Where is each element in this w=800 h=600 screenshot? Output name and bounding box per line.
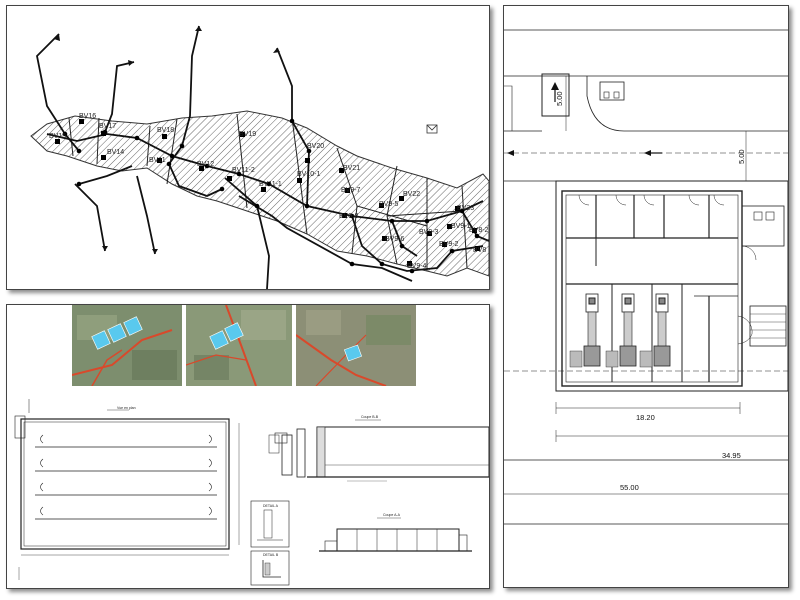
pump-units	[569, 293, 671, 368]
dimension-label-4: 34.95	[722, 451, 741, 460]
aerial-photo-3	[296, 305, 416, 386]
dimension-label-2: 5.00	[737, 149, 746, 164]
section-aa-drawing	[319, 528, 472, 552]
basin-label: BV9-4	[407, 263, 427, 270]
dimension-label-1: 5.00	[555, 91, 564, 106]
flow-arrows	[507, 82, 662, 156]
basin-markers	[55, 119, 480, 266]
basin-label: BV23	[457, 205, 474, 212]
section-bb-drawing	[268, 426, 489, 482]
basin-label: BV10-1	[297, 171, 320, 178]
basin-label: BV9-6	[385, 236, 405, 243]
envelope-icon	[426, 124, 438, 134]
basin-label: BV20	[307, 143, 324, 150]
section-bb-title: Coupe B-B	[361, 415, 379, 419]
junction-nodes	[62, 118, 480, 274]
basin-label: BV11	[149, 157, 166, 164]
reservoir-drawings: Vue en plan Coupe B-B	[14, 399, 489, 586]
basin-label: BV15	[49, 133, 66, 140]
aerial-photo-2	[186, 305, 292, 386]
basin-label: BV17	[99, 123, 116, 130]
detail-a-label: DETAIL A	[263, 504, 279, 508]
detail-b-label: DETAIL B	[263, 553, 279, 557]
basin-label: BV9-8	[339, 213, 359, 220]
basin-label: BV8-2	[469, 227, 489, 234]
detail-b-drawing	[250, 550, 290, 586]
station-building	[555, 180, 788, 392]
basin-label: BV14	[107, 149, 124, 156]
basin-label: BV22	[403, 191, 420, 198]
basin-label: BV9-7	[341, 187, 361, 194]
basin-label: BV11-1	[259, 181, 282, 188]
section-aa-title: Coupe A-A	[383, 513, 401, 517]
basin-label: BV9-1	[451, 223, 471, 230]
basin-label: BV16	[79, 113, 96, 120]
aerial-photo-1	[72, 305, 182, 386]
dimension-label-5: 55.00	[620, 483, 639, 492]
basin-label: BV8	[473, 247, 486, 254]
basin-boundaries	[68, 113, 468, 271]
basin-label: BV11-2	[232, 167, 255, 174]
pumping-station-plan-panel: 5.00 5.00	[503, 5, 789, 588]
basin-label: BV21	[343, 165, 360, 172]
detail-a-drawing	[250, 500, 290, 548]
pumping-station-plan: 5.00 5.00	[504, 29, 788, 525]
reservoir-plan-view	[14, 399, 240, 580]
basin-label: BV9-2	[439, 241, 459, 248]
reservoir-drawing-panel: Vue en plan Coupe B-B	[6, 304, 490, 589]
dimension-label-3: 18.20	[636, 413, 655, 422]
plan-view-title: Vue en plan	[117, 406, 136, 410]
basin-label: BV19	[239, 131, 256, 138]
basin-label: BV9-5	[379, 201, 399, 208]
basin-label: BV12	[197, 161, 214, 168]
flow-arrows	[54, 26, 280, 254]
basin-label: BV9-3	[419, 229, 439, 236]
basin-label: BV18	[157, 127, 174, 134]
